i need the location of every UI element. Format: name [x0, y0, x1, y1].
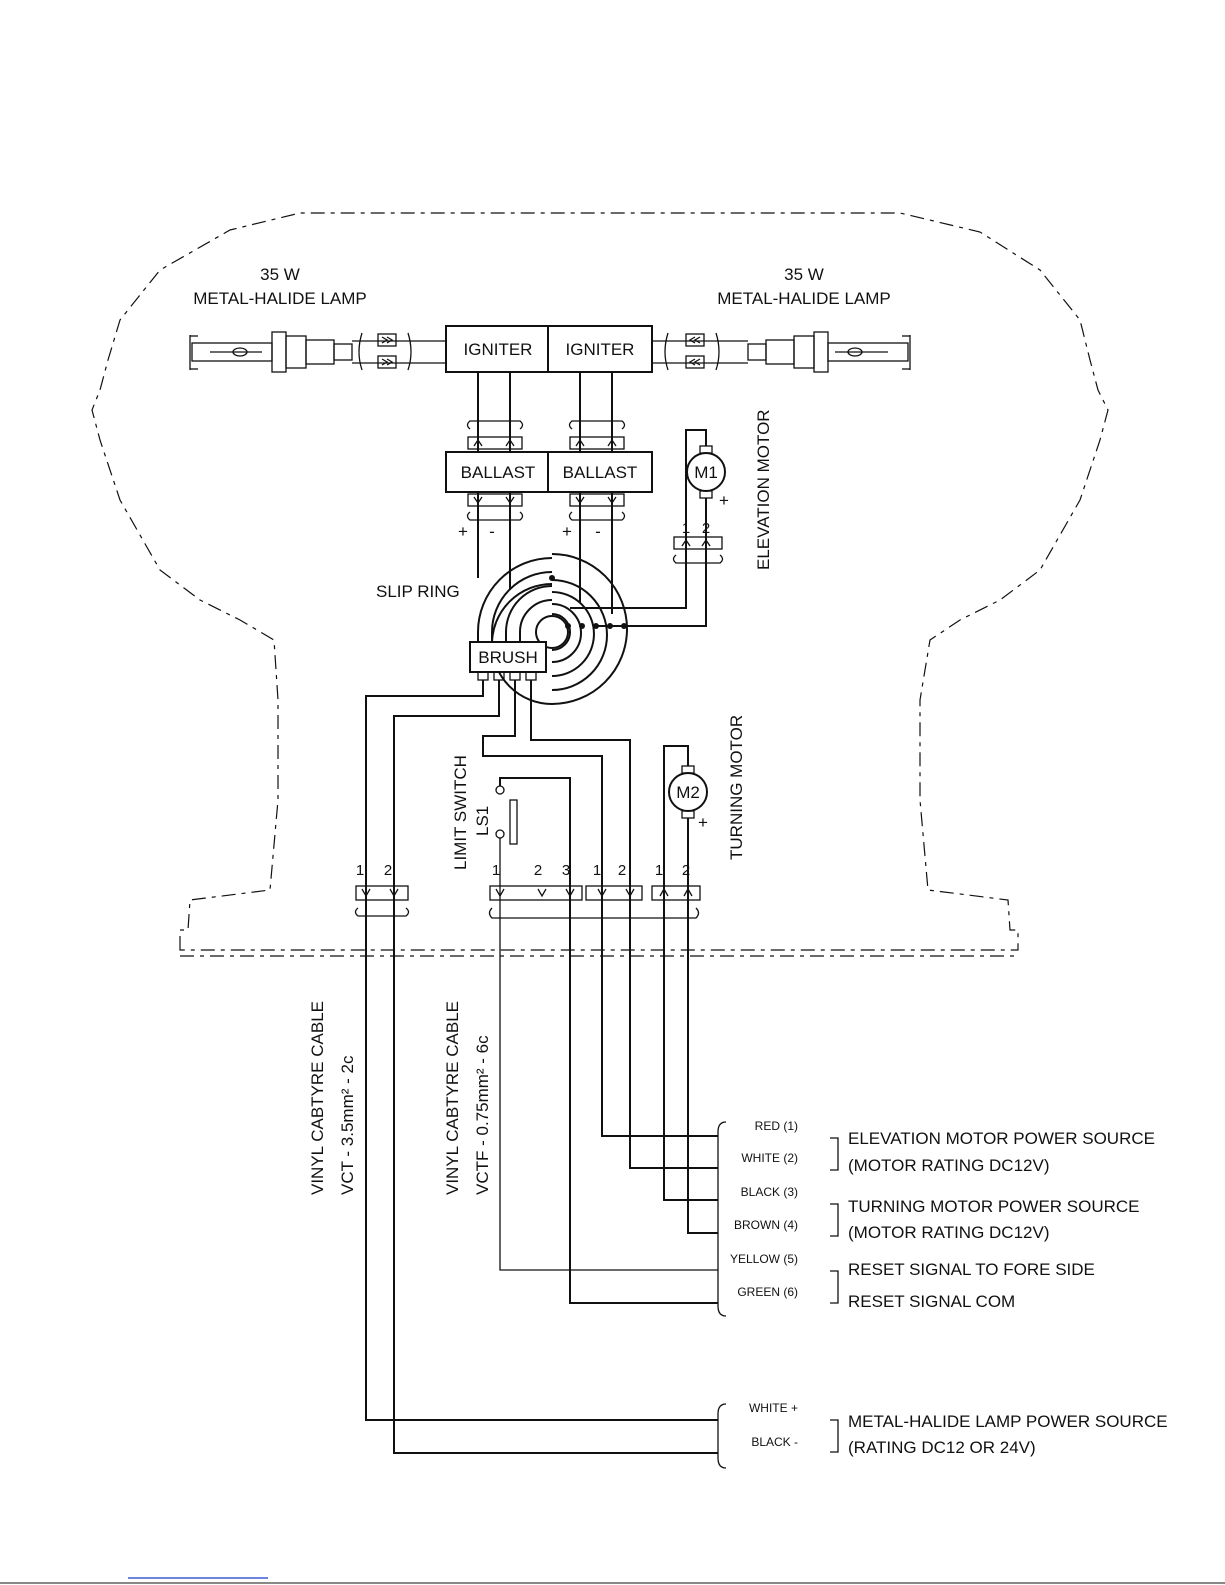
motor-m2-terminal-bottom — [681, 810, 695, 819]
power-cable-end — [717, 1403, 727, 1469]
left-lamp-type: METAL-HALIDE LAMP — [193, 289, 367, 308]
limit-switch-icon — [495, 785, 518, 845]
control-cable-end — [717, 1121, 727, 1317]
left-lamp-wattage: 35 W — [260, 265, 300, 284]
reset-fore-text: RESET SIGNAL TO FORE SIDE — [848, 1260, 1095, 1279]
turning-rating-text: (MOTOR RATING DC12V) — [848, 1223, 1050, 1242]
brush-output-wiring — [365, 680, 718, 1454]
wire-brown-label: BROWN (4) — [734, 1218, 798, 1232]
wire-black-label: BLACK (3) — [741, 1185, 798, 1199]
motor-m1-terminal-top — [699, 445, 713, 454]
power-cable-spec: VCT - 3.5mm² - 2c — [338, 1055, 357, 1195]
elevation-source-text: ELEVATION MOTOR POWER SOURCE — [848, 1129, 1155, 1148]
power-cable-name: VINYL CABTYRE CABLE — [308, 1001, 327, 1195]
right-lamp-type: METAL-HALIDE LAMP — [717, 289, 891, 308]
wire-power-white-label: WHITE + — [749, 1401, 798, 1415]
elevation-rating-text: (MOTOR RATING DC12V) — [848, 1156, 1050, 1175]
description-brackets — [830, 1137, 839, 1453]
ballast-right-label: BALLAST — [563, 463, 638, 482]
base-t2-turn: 2 — [682, 862, 690, 879]
igniter-right-box — [547, 325, 653, 373]
wire-red-label: RED (1) — [755, 1119, 798, 1133]
control-cable-name: VINYL CABTYRE CABLE — [443, 1001, 462, 1195]
m1-terminal-1: 1 — [682, 520, 690, 537]
left-lamp-connector — [352, 332, 446, 371]
ballast-left-minus: - — [489, 522, 495, 541]
left-lamp-icon — [189, 331, 353, 373]
lamp-source-text: METAL-HALIDE LAMP POWER SOURCE — [848, 1412, 1168, 1431]
base-t2-elev: 2 — [618, 862, 626, 879]
motor-m1-plus: + — [719, 491, 729, 510]
igniter-left-label: IGNITER — [464, 340, 533, 359]
slip-ring-icon — [477, 553, 628, 705]
motor-m1-label: M1 — [694, 463, 718, 482]
base-t3-ls: 3 — [562, 862, 570, 879]
brush-terminals — [477, 671, 537, 681]
ballast-right-minus: - — [595, 522, 601, 541]
right-lamp-icon — [747, 331, 911, 373]
m1-terminal-2: 2 — [702, 520, 710, 537]
ballast-right-box — [547, 451, 653, 493]
turning-source-text: TURNING MOTOR POWER SOURCE — [848, 1197, 1140, 1216]
turning-motor-wiring — [663, 745, 718, 1234]
base-t1-power: 1 — [356, 862, 364, 879]
brush-label: BRUSH — [478, 648, 538, 667]
ballast-left-label: BALLAST — [461, 463, 536, 482]
right-lamp-wattage: 35 W — [784, 265, 824, 284]
motor-m1-terminal-bottom — [699, 490, 713, 499]
limit-switch-label: LIMIT SWITCH — [451, 755, 470, 870]
motor-m2-terminal-top — [681, 765, 695, 774]
lamp-rating-text: (RATING DC12 OR 24V) — [848, 1438, 1036, 1457]
motor-m2-plus: + — [698, 813, 708, 832]
igniter-left-box — [445, 325, 551, 373]
reset-com-text: RESET SIGNAL COM — [848, 1292, 1015, 1311]
brush-box — [469, 641, 547, 673]
right-lamp-connector — [652, 332, 748, 371]
control-cable-spec: VCTF - 0.75mm² - 6c — [473, 1035, 492, 1195]
wire-yellow-label: YELLOW (5) — [730, 1252, 798, 1266]
ballast-left-box — [445, 451, 551, 493]
wire-green-label: GREEN (6) — [737, 1285, 798, 1299]
ballast-left-plus: + — [458, 522, 468, 541]
base-t1-turn: 1 — [655, 862, 663, 879]
housing-outline — [91, 212, 1109, 951]
base-t1-elev: 1 — [593, 862, 601, 879]
ballast-slipring-wiring — [477, 492, 613, 614]
base-t2-power: 2 — [384, 862, 392, 879]
base-t1-ls: 1 — [492, 862, 500, 879]
wire-white-label: WHITE (2) — [741, 1151, 798, 1165]
ballast-output-connectors — [466, 493, 626, 521]
motor-m2-label: M2 — [676, 783, 700, 802]
turning-motor-label: TURNING MOTOR — [727, 715, 746, 860]
slip-ring-label: SLIP RING — [376, 582, 460, 601]
wire-power-black-label: BLACK - — [751, 1435, 798, 1449]
elevation-motor-label: ELEVATION MOTOR — [754, 409, 773, 570]
elevation-motor-wiring — [570, 429, 724, 627]
base-connectors — [354, 885, 701, 919]
base-t2-ls: 2 — [534, 862, 542, 879]
ballast-right-plus: + — [562, 522, 572, 541]
limit-switch-id: LS1 — [473, 806, 492, 836]
limit-switch-wiring — [499, 777, 718, 1304]
igniter-right-label: IGNITER — [566, 340, 635, 359]
igniter-ballast-wiring — [466, 372, 626, 452]
